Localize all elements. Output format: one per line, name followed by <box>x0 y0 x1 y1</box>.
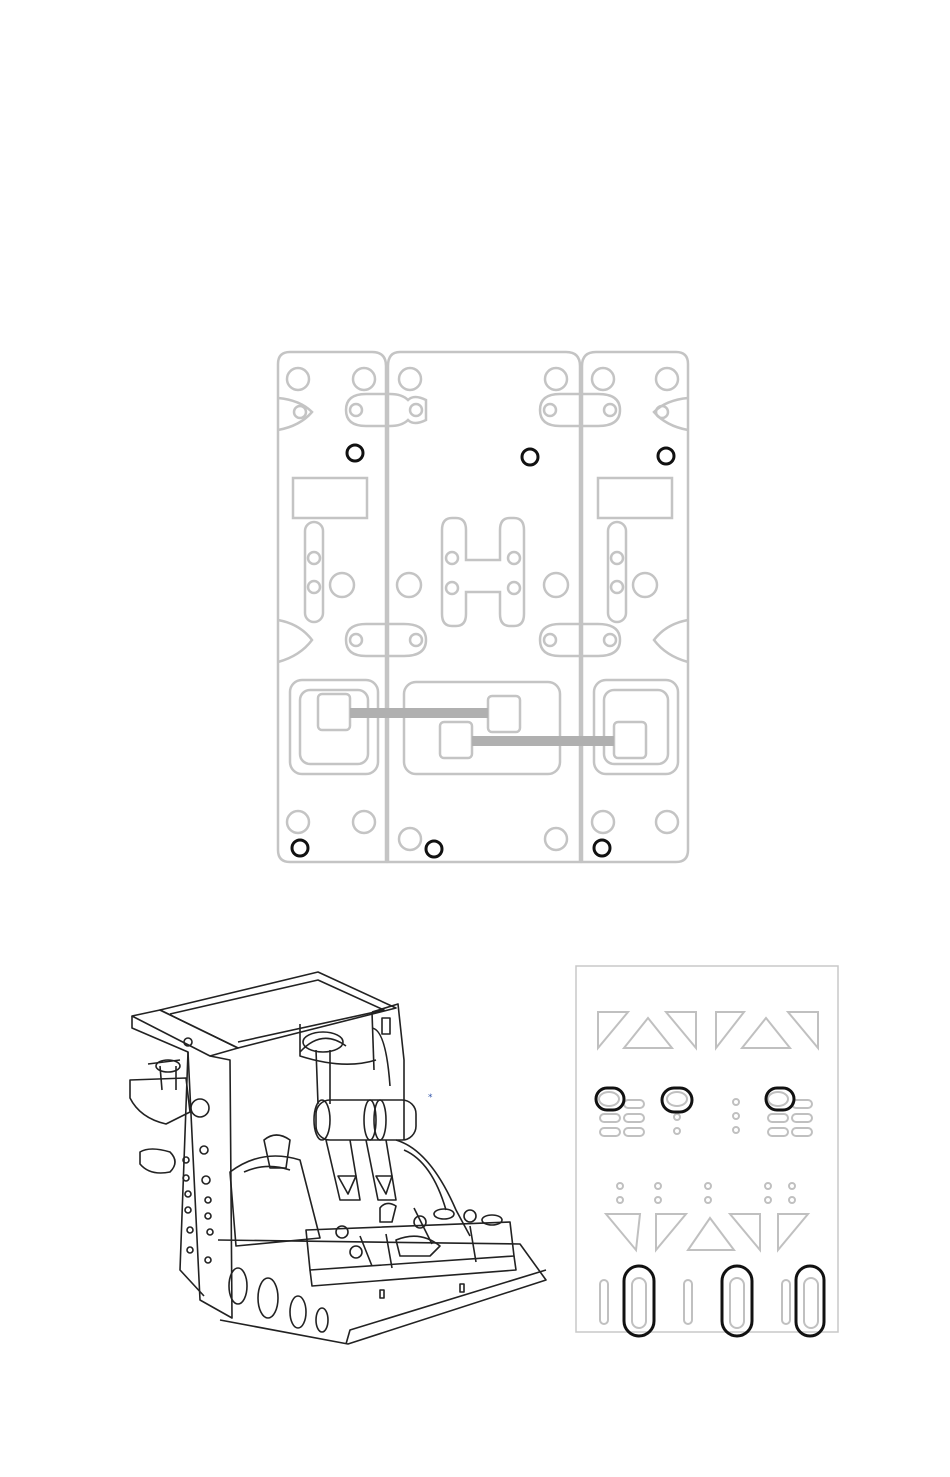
star-mark: * <box>428 1093 433 1103</box>
right-module <box>582 352 688 862</box>
highlight-slot <box>796 1266 824 1336</box>
screw-marker <box>522 449 538 465</box>
screw-marker <box>347 445 363 461</box>
plate-cutouts <box>598 1012 818 1328</box>
left-module <box>278 352 386 862</box>
top-view-figure <box>278 352 688 862</box>
screw-marker <box>292 840 308 856</box>
throttle-quadrant-figure: * <box>130 972 546 1344</box>
mounting-plate-figure <box>576 966 838 1336</box>
highlight-slot <box>624 1266 654 1336</box>
throttle-levers <box>264 1024 416 1200</box>
highlight-slot <box>722 1266 752 1336</box>
connection-cables <box>350 708 614 746</box>
screw-marker <box>426 841 442 857</box>
plate-outline <box>576 966 838 1332</box>
center-module <box>346 352 620 862</box>
screw-marker <box>658 448 674 464</box>
screw-marker <box>594 840 610 856</box>
